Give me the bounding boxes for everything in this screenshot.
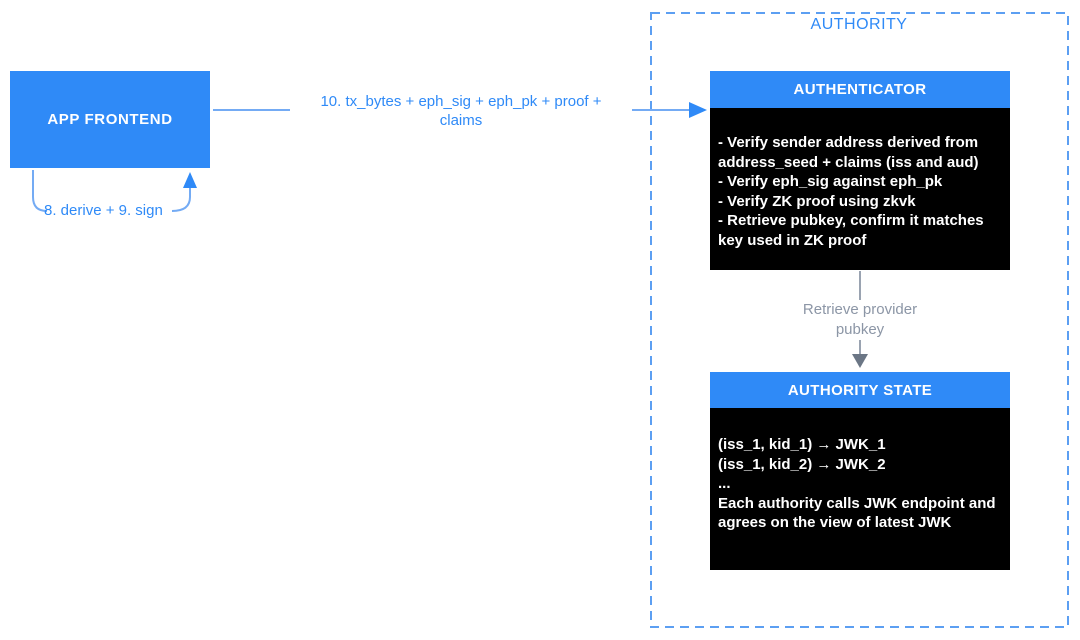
loop-arrow-label: 8. derive + 9. sign	[44, 202, 163, 219]
flow-arrow-head-icon	[689, 102, 707, 118]
authority-dashed-border	[650, 12, 1069, 628]
loop-arrow-left-curve	[32, 170, 48, 212]
app-frontend-label: APP FRONTEND	[47, 111, 173, 128]
authenticator-node: AUTHENTICATOR - Verify sender address de…	[710, 71, 1010, 270]
retrieve-arrow-label: Retrieve provider pubkey	[788, 300, 932, 340]
authority-state-header: AUTHORITY STATE	[710, 372, 1010, 408]
loop-arrow-head-icon	[183, 172, 197, 188]
loop-arrow-right-curve	[171, 187, 191, 212]
authority-label: AUTHORITY	[810, 16, 908, 33]
retrieve-arrow-head-icon	[852, 354, 868, 368]
flow-arrow-label: 10. tx_bytes + eph_sig + eph_pk + proof …	[290, 92, 632, 130]
authority-state-body: (iss_1, kid_1) → JWK_1 (iss_1, kid_2) → …	[710, 408, 1010, 570]
authority-state-node: AUTHORITY STATE (iss_1, kid_1) → JWK_1 (…	[710, 372, 1010, 570]
authenticator-header: AUTHENTICATOR	[710, 71, 1010, 108]
authenticator-body: - Verify sender address derived from add…	[710, 108, 1010, 270]
app-frontend-box: APP FRONTEND	[10, 71, 210, 168]
